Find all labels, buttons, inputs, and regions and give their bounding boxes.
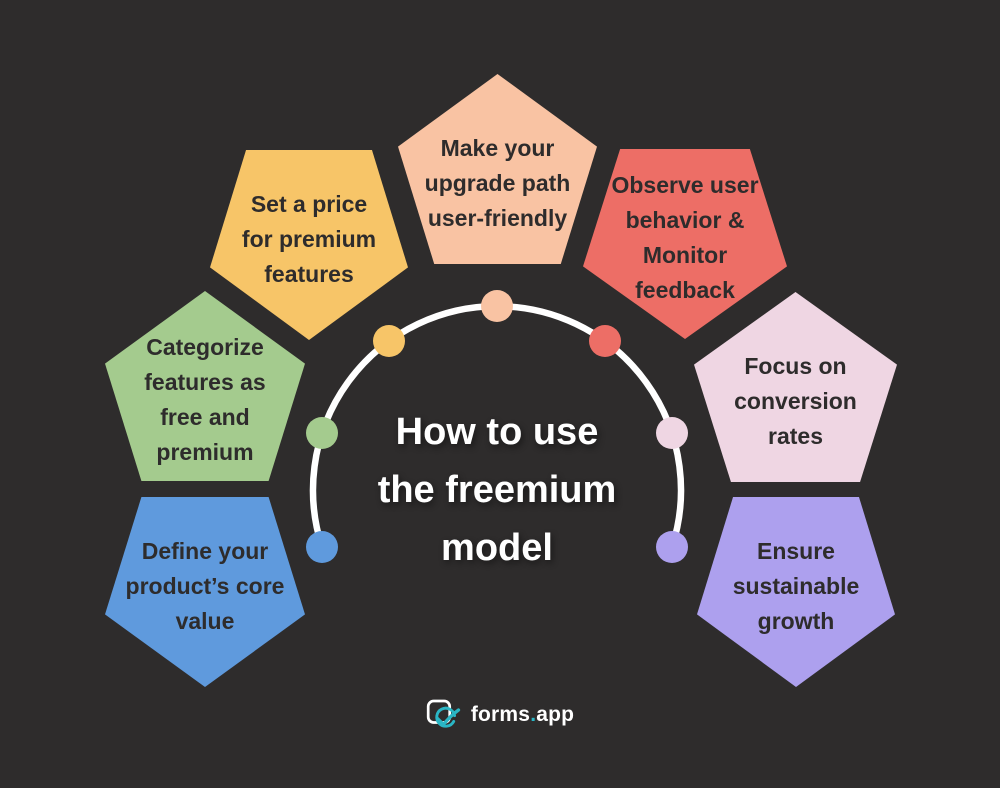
- brand-dot: .: [530, 703, 537, 726]
- step-label-conversion-rates: Focus on conversion rates: [734, 352, 857, 449]
- brand-logo-text: forms.app: [471, 703, 574, 727]
- forms-app-logo-icon: [426, 699, 460, 728]
- step-label-observe-behavior: Observe user behavior & Monitor feedback: [611, 172, 759, 303]
- brand-suffix: app: [536, 703, 575, 726]
- logo-check-mark: [435, 708, 460, 727]
- step-dot-define-core-value: [306, 531, 338, 563]
- logo-check-circle: [435, 706, 456, 728]
- step-label-categorize-features: Categorize features as free and premium: [144, 334, 266, 465]
- infographic-title: How to use the freemium model: [377, 411, 617, 569]
- step-dot-conversion-rates: [656, 417, 688, 449]
- step-dot-observe-behavior: [589, 325, 621, 357]
- step-label-set-premium-price: Set a price for premium features: [241, 190, 377, 287]
- brand-name: forms: [470, 703, 531, 726]
- step-dot-upgrade-path: [481, 290, 513, 322]
- step-dot-set-premium-price: [373, 325, 405, 357]
- step-label-define-core-value: Define your product’s core value: [125, 537, 285, 634]
- step-dot-categorize-features: [306, 417, 338, 449]
- brand-logo: forms.app: [0, 698, 1000, 732]
- step-label-upgrade-path: Make your upgrade path user-friendly: [424, 134, 571, 231]
- step-label-sustainable-growth: Ensure sustainable growth: [732, 537, 860, 634]
- step-dot-sustainable-growth: [656, 531, 688, 563]
